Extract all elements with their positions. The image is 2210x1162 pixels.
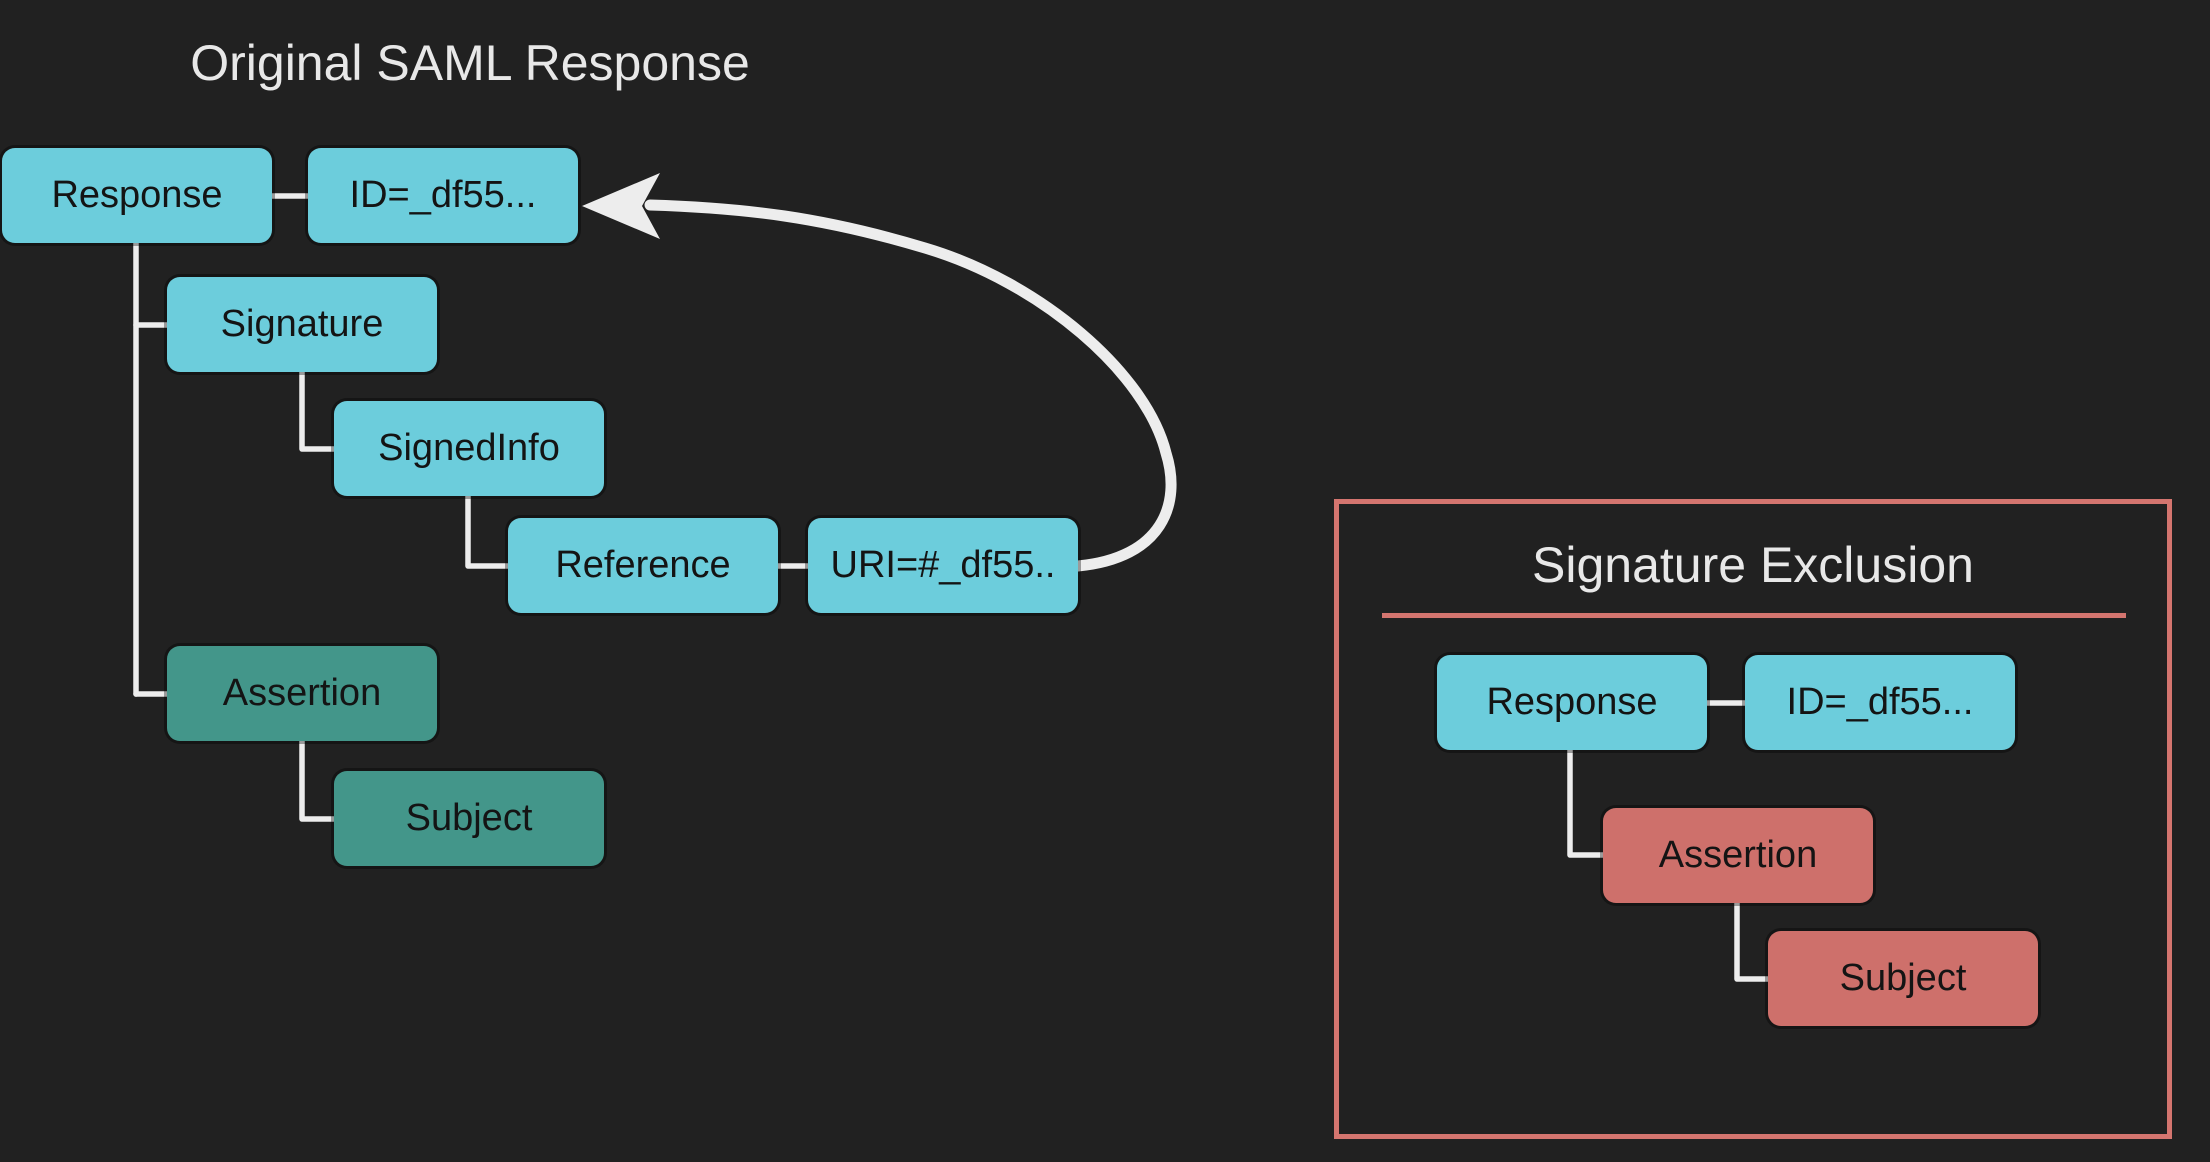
left-node-reference: Reference: [508, 518, 778, 613]
panel-title-underline: [1382, 613, 2126, 618]
panel-node-subject: Subject: [1768, 931, 2038, 1026]
arrow-head-icon: [582, 173, 660, 239]
connector-signedinfo-reference: [465, 493, 511, 569]
connector-assertion-subject: [299, 738, 337, 822]
panel-node-id: ID=_df55...: [1745, 655, 2015, 750]
left-node-signedinfo: SignedInfo: [334, 401, 604, 496]
left-node-uri: URI=#_df55..: [808, 518, 1078, 613]
panel-node-assertion: Assertion: [1603, 808, 1873, 903]
signature-exclusion-panel: [1334, 499, 2172, 1139]
panel-node-response: Response: [1437, 655, 1707, 750]
left-node-subject: Subject: [334, 771, 604, 866]
left-node-assertion: Assertion: [167, 646, 437, 741]
left-node-id: ID=_df55...: [308, 148, 578, 243]
connector-panel-assertion-subject: [1734, 900, 1771, 982]
connector-panel-response-assertion: [1567, 747, 1606, 858]
left-diagram-title: Original SAML Response: [190, 35, 750, 91]
left-node-signature: Signature: [167, 277, 437, 372]
left-node-response: Response: [2, 148, 272, 243]
uri-to-id-reference-curve: [644, 199, 1177, 572]
connector-signature-signedinfo: [299, 369, 337, 452]
right-panel-title: Signature Exclusion: [1532, 537, 1974, 593]
